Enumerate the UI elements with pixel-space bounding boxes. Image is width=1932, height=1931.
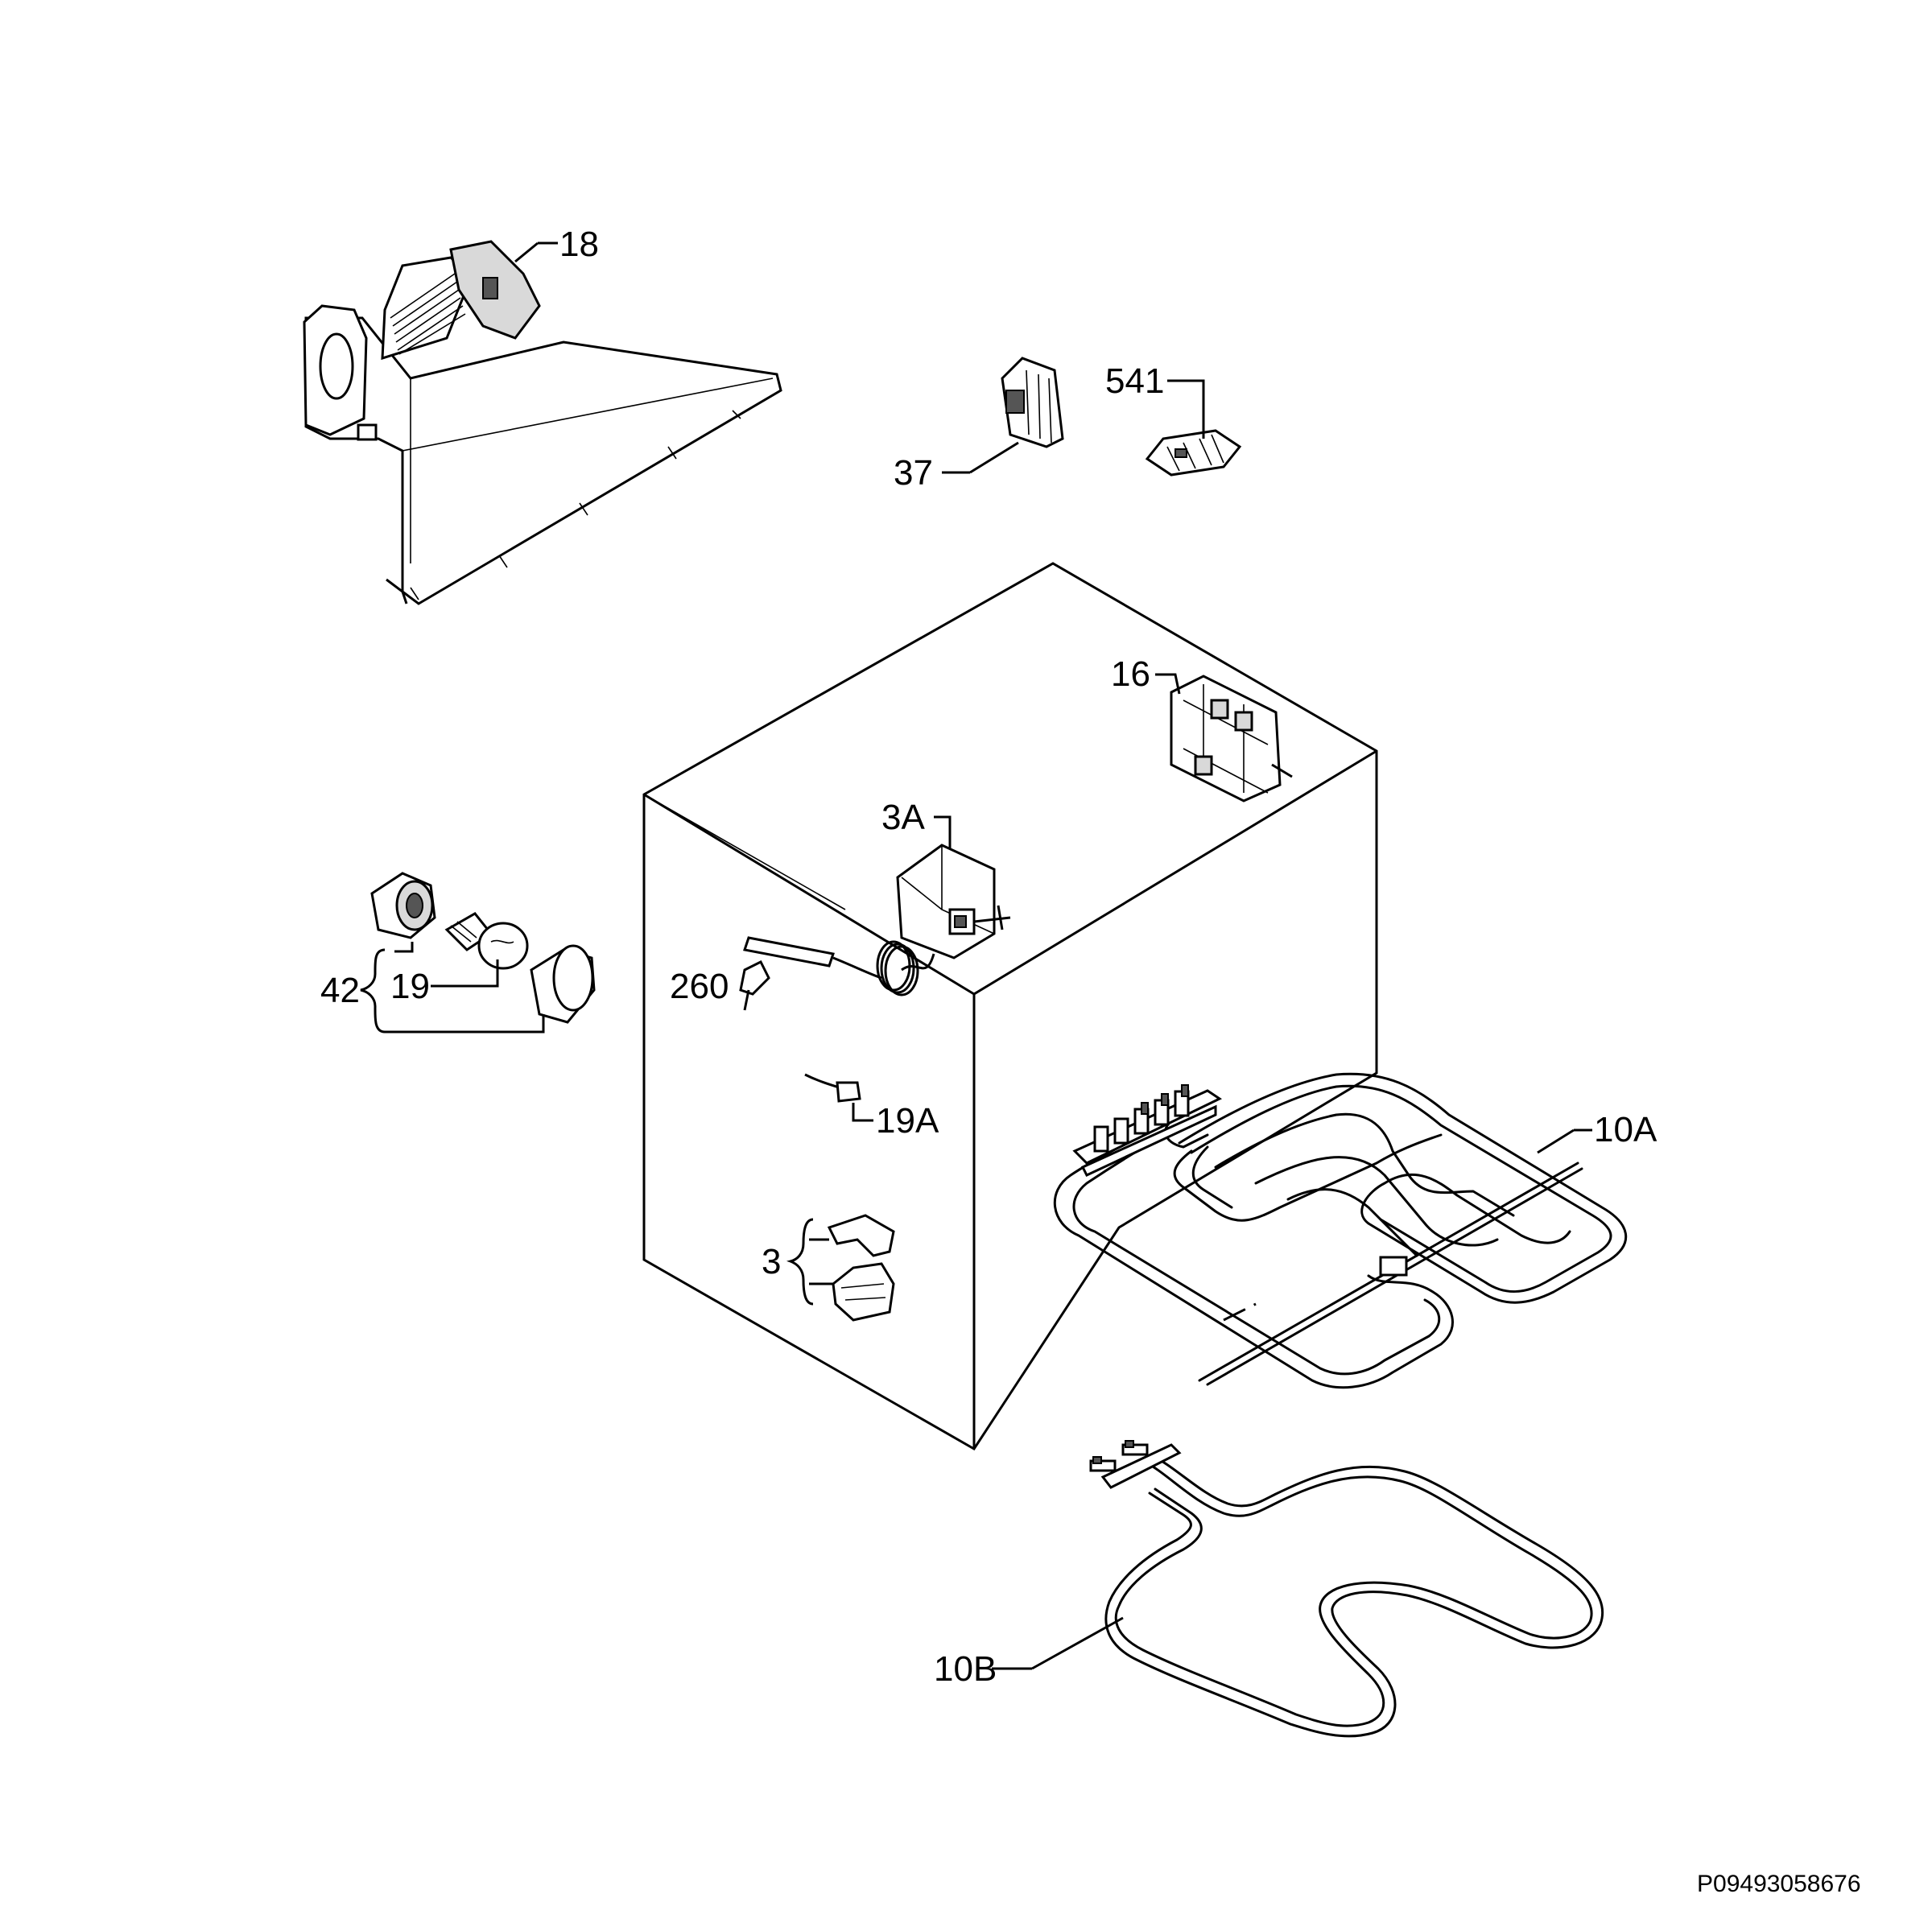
part-label-10B: 10B <box>934 1649 997 1689</box>
lamp-cover <box>530 944 596 1024</box>
part-label-3A: 3A <box>881 798 925 837</box>
lamp-bulb-part-19 <box>444 912 529 970</box>
cooling-fan-duct-part <box>303 240 782 605</box>
thermal-cutout-part-3 <box>827 1214 895 1322</box>
part-label-260: 260 <box>670 967 729 1006</box>
part-label-16: 16 <box>1111 654 1150 694</box>
selector-switch-part-16 <box>1170 675 1293 803</box>
part-label-3: 3 <box>762 1242 781 1281</box>
part-label-10A: 10A <box>1594 1110 1657 1149</box>
part-label-19A: 19A <box>876 1101 939 1141</box>
part-label-541: 541 <box>1105 361 1164 401</box>
fan-blades <box>390 273 466 355</box>
lamp-assembly-part-42 <box>370 872 596 1024</box>
upper-grill-element-part-10A <box>1053 1072 1628 1389</box>
terminal-block-part-541 <box>1145 429 1242 477</box>
part-label-18: 18 <box>559 225 599 264</box>
thermostat-part-3A <box>743 844 1011 996</box>
capillary-coil <box>876 940 919 996</box>
lower-oven-element-part-10B <box>1089 1440 1604 1738</box>
part-label-42: 42 <box>320 971 360 1010</box>
element-terminals-10A <box>1072 1084 1223 1177</box>
element-terminals-10B <box>1089 1440 1182 1489</box>
part-label-37: 37 <box>894 453 933 493</box>
switch-part-37 <box>1001 357 1064 448</box>
oven-cavity-box <box>642 562 1378 1451</box>
part-label-19: 19 <box>390 967 430 1006</box>
lamp-holder-part-19A <box>804 1073 861 1103</box>
clip-part-260 <box>739 959 770 1011</box>
drawing-code: P09493058676 <box>1697 1871 1861 1897</box>
